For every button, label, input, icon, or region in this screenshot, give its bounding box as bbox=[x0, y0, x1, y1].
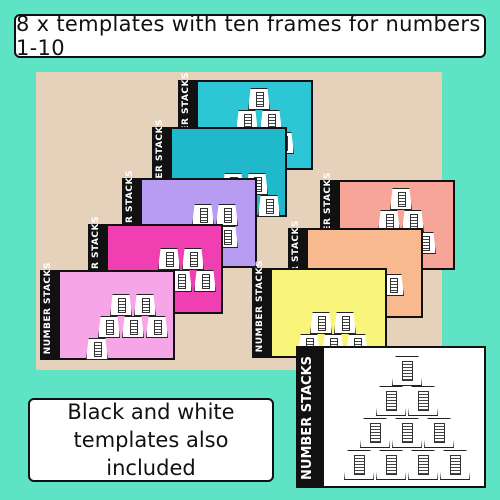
title-text: 8 x templates with ten frames for number… bbox=[16, 12, 481, 60]
card-pink: NUMBER STACKS bbox=[40, 262, 175, 360]
cup-pyramid bbox=[332, 352, 480, 482]
info-text: Black and white templates also included bbox=[67, 400, 235, 480]
card-label: NUMBER STACKS bbox=[255, 259, 265, 352]
card-label: NUMBER STACKS bbox=[300, 356, 315, 480]
card-yellow: NUMBER STACKS bbox=[252, 260, 387, 358]
card-black-white: NUMBER STACKS bbox=[296, 346, 486, 488]
title-banner: 8 x templates with ten frames for number… bbox=[14, 12, 486, 60]
info-box: Black and white templates also included bbox=[28, 398, 274, 482]
card-label: NUMBER STACKS bbox=[43, 261, 53, 354]
